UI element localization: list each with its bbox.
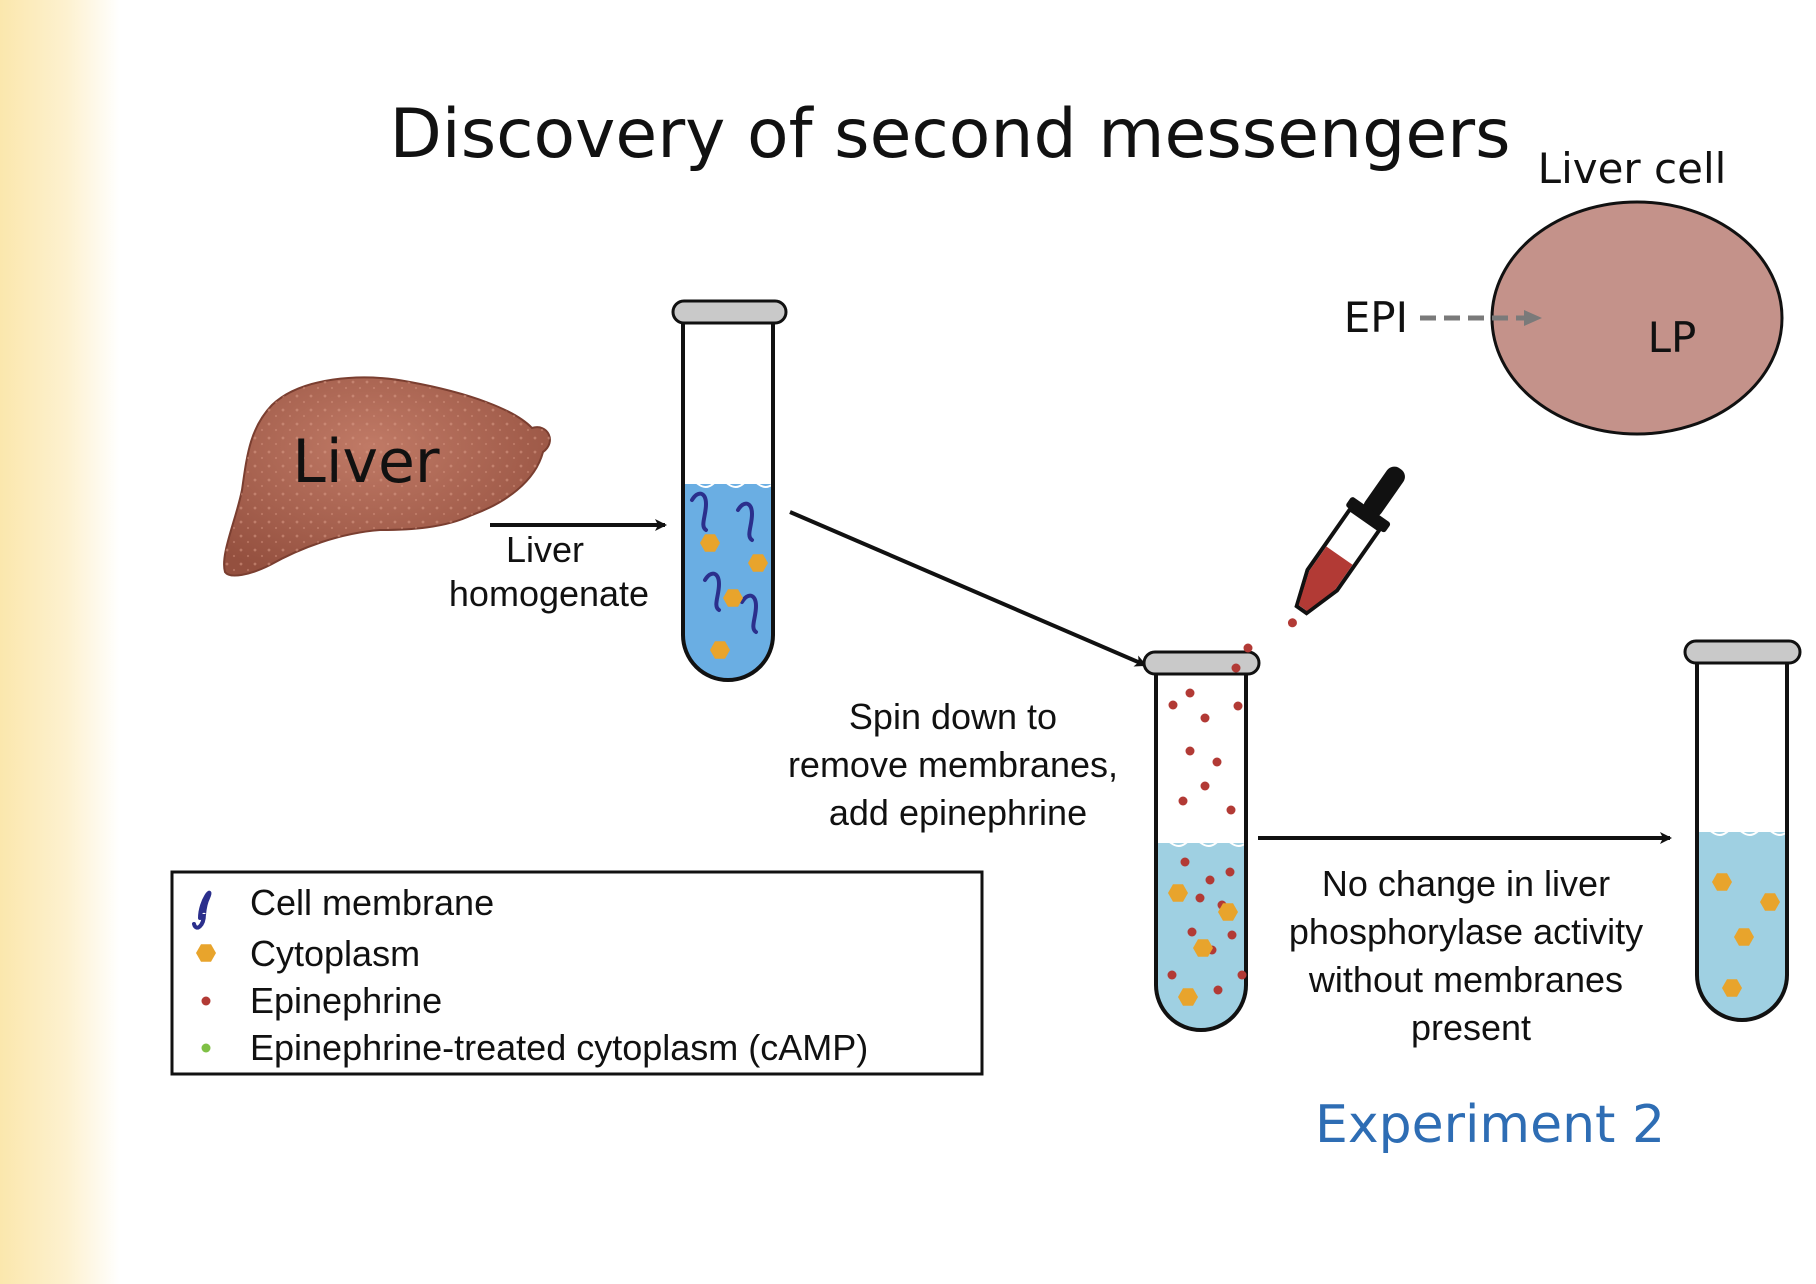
legend-label-epinephrine: Epinephrine bbox=[250, 980, 442, 1021]
legend: Cell membrane Cytoplasm Epinephrine Epin… bbox=[170, 870, 984, 1076]
experiment-label: Experiment 2 bbox=[1315, 1095, 1665, 1155]
legend-label-cytoplasm: Cytoplasm bbox=[250, 933, 420, 974]
epinephrine-icon bbox=[201, 996, 211, 1006]
epinephrine-dots bbox=[1167, 643, 1253, 995]
legend-box bbox=[170, 870, 984, 1076]
dropper-icon bbox=[1287, 466, 1405, 628]
step2-label-line1: Spin down to bbox=[849, 696, 1057, 737]
arrow-homogenate-label-line2: homogenate bbox=[449, 573, 649, 614]
result-label-line2: phosphorylase activity bbox=[1289, 911, 1643, 952]
legend-label-camp: Epinephrine-treated cytoplasm (cAMP) bbox=[250, 1027, 868, 1068]
arrow-homogenate-label-line1: Liver bbox=[506, 529, 584, 570]
page-title: Discovery of second messengers bbox=[389, 95, 1510, 174]
step2-label-line2: remove membranes, bbox=[788, 744, 1118, 785]
liver-organ-icon: Liver bbox=[223, 376, 551, 577]
result-label-line4: present bbox=[1411, 1007, 1531, 1048]
liver-label: Liver bbox=[292, 427, 440, 497]
inset-title: Liver cell bbox=[1538, 144, 1727, 193]
liver-cell-inset: Liver cell EPI LP bbox=[1344, 144, 1784, 436]
step2-label-line3: add epinephrine bbox=[829, 792, 1087, 833]
test-tube-supernatant bbox=[1142, 643, 1261, 1032]
cell-membrane-icon bbox=[192, 890, 212, 930]
arrow-spin-down bbox=[789, 510, 1147, 667]
side-gradient-band bbox=[0, 0, 120, 1284]
test-tube-homogenate bbox=[671, 299, 788, 682]
legend-label-membrane: Cell membrane bbox=[250, 882, 494, 923]
result-label-line1: No change in liver bbox=[1322, 863, 1610, 904]
lp-label: LP bbox=[1648, 313, 1697, 362]
liver-cell-icon bbox=[1490, 200, 1784, 436]
epi-label: EPI bbox=[1344, 293, 1408, 342]
camp-icon bbox=[201, 1043, 211, 1053]
result-label-line3: without membranes bbox=[1308, 959, 1623, 1000]
test-tube-result bbox=[1683, 639, 1802, 1022]
